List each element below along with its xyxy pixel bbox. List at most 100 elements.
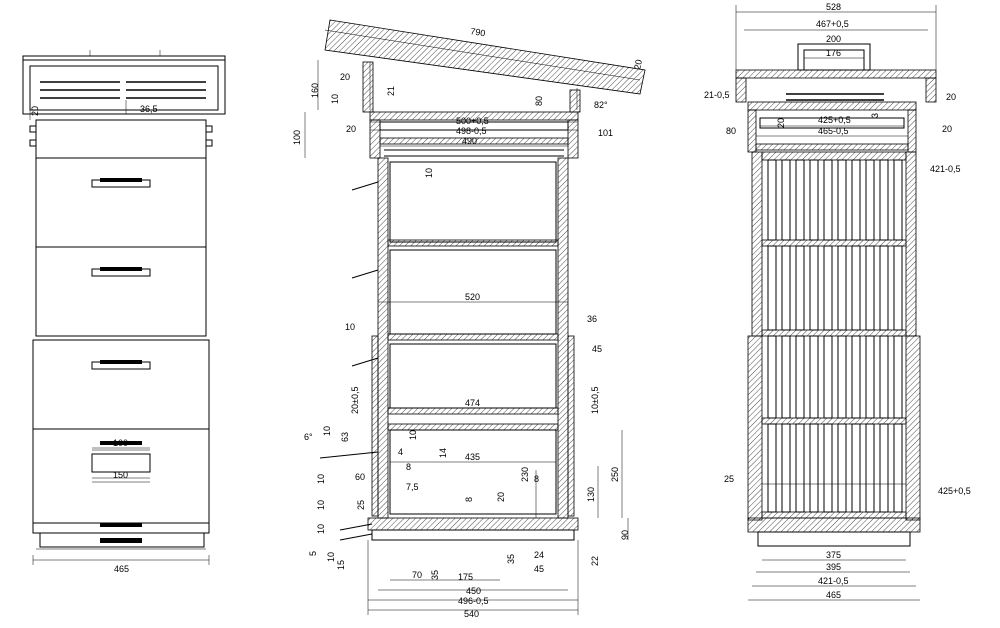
frame-slat xyxy=(809,159,819,241)
side-view xyxy=(735,5,937,601)
side-dim-80: 80 xyxy=(726,126,736,136)
frame-slat xyxy=(767,159,777,241)
frame-slat xyxy=(893,423,903,513)
frame-slat xyxy=(823,335,833,419)
frame-slat xyxy=(823,423,833,513)
frame-slat xyxy=(851,423,861,513)
section-dim-20-a: 20 xyxy=(340,72,350,82)
section-dim-45-a: 45 xyxy=(592,344,602,354)
frame-slat xyxy=(795,245,805,331)
section-dim-498: 498-0,5 xyxy=(456,126,487,136)
frame-slat xyxy=(809,245,819,331)
section-dim-24: 24 xyxy=(534,550,544,560)
section-view xyxy=(304,19,646,615)
section-dim-60: 60 xyxy=(355,472,365,482)
section-dim-175: 175 xyxy=(458,572,473,582)
frame-slat xyxy=(893,159,903,241)
side-dim-3: 3 xyxy=(870,113,880,118)
side-frames xyxy=(761,151,907,519)
frame-slat xyxy=(809,335,819,419)
frame-slat xyxy=(865,423,875,513)
section-dim-130: 130 xyxy=(586,487,596,502)
section-dim-90: 90 xyxy=(620,530,630,540)
side-dim-467: 467+0,5 xyxy=(816,19,849,29)
side-roof xyxy=(735,43,937,103)
section-dim-36: 36 xyxy=(587,314,597,324)
front-dim-100: 100 xyxy=(113,438,128,448)
section-dim-10-a: 10 xyxy=(330,94,340,104)
section-dim-6deg: 6° xyxy=(304,432,313,442)
side-dim-176: 176 xyxy=(826,48,841,58)
section-dim-25: 25 xyxy=(356,500,366,510)
section-dim-20-05: 20±0,5 xyxy=(350,387,360,414)
front-body-3 xyxy=(32,339,210,430)
front-roof xyxy=(22,50,226,115)
section-dim-10-c: 10 xyxy=(345,322,355,332)
front-body-1 xyxy=(35,157,207,248)
section-dim-20-b: 20 xyxy=(346,124,356,134)
section-dim-8-b: 8 xyxy=(406,462,411,472)
frame-slat xyxy=(781,335,791,419)
section-dim-10-d: 10 xyxy=(322,426,332,436)
section-dim-10-g: 10 xyxy=(316,500,326,510)
side-dim-421-top: 421-0,5 xyxy=(930,164,961,174)
section-dim-8-c: 8 xyxy=(464,497,474,502)
section-dim-10-h: 10 xyxy=(316,524,326,534)
frame-slat xyxy=(879,159,889,241)
section-dim-10-b: 10 xyxy=(424,168,434,178)
frame-slat xyxy=(781,159,791,241)
frame-slat xyxy=(851,335,861,419)
section-dim-10-05: 10±0,5 xyxy=(590,387,600,414)
section-dim-435: 435 xyxy=(465,452,480,462)
section-dim-250: 250 xyxy=(610,467,620,482)
side-dim-375: 375 xyxy=(826,550,841,560)
section-dim-10-e: 10 xyxy=(408,430,418,440)
section-dim-21: 21 xyxy=(386,86,396,96)
frame-slat xyxy=(837,335,847,419)
section-dim-45-b: 45 xyxy=(534,564,544,574)
frame-slat xyxy=(893,245,903,331)
frame-slat xyxy=(879,335,889,419)
frame-slat xyxy=(781,423,791,513)
frame-slat xyxy=(837,423,847,513)
section-dim-70: 70 xyxy=(412,570,422,580)
frame-slat xyxy=(865,159,875,241)
frame-slat xyxy=(851,245,861,331)
frame-slat xyxy=(795,159,805,241)
front-cover xyxy=(29,119,213,159)
front-dim-20: 20 xyxy=(30,106,40,116)
section-entrances xyxy=(319,181,379,459)
side-dim-21: 21-0,5 xyxy=(704,90,730,100)
frame-slat xyxy=(809,423,819,513)
front-body-4 xyxy=(32,428,210,524)
side-dim-20-c: 20 xyxy=(942,124,952,134)
side-frame-slats xyxy=(767,159,903,513)
section-dim-7-5: 7,5 xyxy=(406,482,419,492)
section-dim-15: 15 xyxy=(336,560,346,570)
front-dim-36: 36,5 xyxy=(140,104,158,114)
frame-slat xyxy=(879,245,889,331)
section-dim-35-b: 35 xyxy=(430,570,440,580)
frame-slat xyxy=(893,335,903,419)
frame-slat xyxy=(767,423,777,513)
frame-slat xyxy=(795,335,805,419)
frame-slat xyxy=(767,335,777,419)
frame-slat xyxy=(865,245,875,331)
frame-slat xyxy=(851,159,861,241)
section-dim-450: 450 xyxy=(466,586,481,596)
section-dim-500: 500+0,5 xyxy=(456,116,489,126)
side-dim-425-top: 425+0,5 xyxy=(818,115,851,125)
frame-slat xyxy=(879,423,889,513)
section-dim-20-roof: 20 xyxy=(632,59,644,71)
side-dim-528: 528 xyxy=(826,2,841,12)
frame-slat xyxy=(865,335,875,419)
section-dim-5: 5 xyxy=(308,551,318,556)
side-walls xyxy=(747,151,921,521)
section-frames xyxy=(387,161,559,515)
section-dim-100: 100 xyxy=(292,130,302,145)
section-dim-496: 496-0,5 xyxy=(458,596,489,606)
section-dim-540: 540 xyxy=(464,609,479,619)
frame-slat xyxy=(767,245,777,331)
section-roof xyxy=(324,19,646,113)
section-dim-8-a: 8 xyxy=(534,474,539,484)
